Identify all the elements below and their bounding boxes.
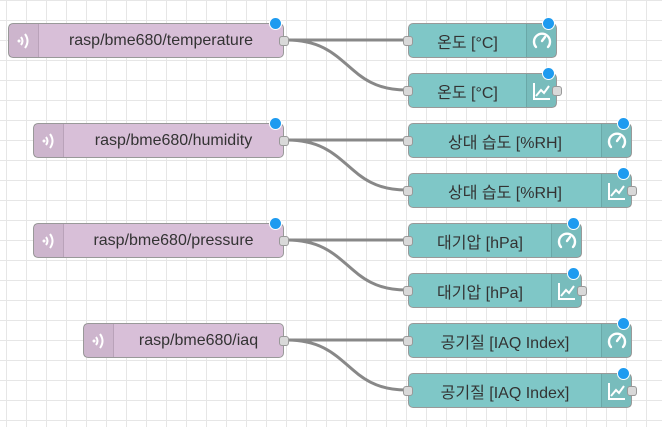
input-port[interactable] [403, 236, 413, 246]
changed-indicator [567, 217, 580, 230]
node-label: 공기질 [IAQ Index] [440, 384, 570, 402]
gauge-node-pressure[interactable]: 대기압 [hPa] [403, 217, 582, 258]
wire [286, 138, 407, 192]
wifi-icon [34, 124, 64, 157]
output-port[interactable] [627, 386, 637, 396]
wifi-icon [9, 24, 39, 57]
mqtt-in-node-temperature[interactable]: rasp/bme680/temperature [8, 17, 289, 58]
input-port[interactable] [403, 136, 413, 146]
node-label: rasp/bme680/iaq [138, 331, 259, 349]
node-label: rasp/bme680/temperature [68, 31, 254, 49]
mqtt-in-node-humidity[interactable]: rasp/bme680/humidity [33, 117, 289, 158]
node-label: 대기압 [hPa] [437, 284, 523, 302]
wifi-icon [34, 224, 64, 257]
node-label: 공기질 [IAQ Index] [440, 334, 570, 352]
mqtt-in-node-iaq[interactable]: rasp/bme680/iaq [83, 323, 289, 358]
gauge-node-iaq[interactable]: 공기질 [IAQ Index] [403, 317, 632, 358]
chart-node-temperature[interactable]: 온도 [°C] [403, 67, 562, 108]
output-port[interactable] [279, 136, 289, 146]
wire [286, 238, 407, 292]
output-port[interactable] [279, 336, 289, 346]
input-port[interactable] [403, 336, 413, 346]
input-port[interactable] [403, 286, 413, 296]
changed-indicator [542, 67, 555, 80]
node-label: 상대 습도 [%RH] [448, 184, 562, 202]
changed-indicator [617, 117, 630, 130]
output-port[interactable] [552, 86, 562, 96]
changed-indicator [617, 167, 630, 180]
node-label: 온도 [°C] [437, 34, 498, 52]
changed-indicator [269, 117, 282, 130]
changed-indicator [617, 317, 630, 330]
gauge-node-humidity[interactable]: 상대 습도 [%RH] [403, 117, 632, 158]
input-port[interactable] [403, 386, 413, 396]
output-port[interactable] [577, 286, 587, 296]
changed-indicator [617, 367, 630, 380]
changed-indicator [542, 17, 555, 30]
wire [286, 338, 407, 392]
node-label: rasp/bme680/humidity [94, 131, 253, 149]
output-port[interactable] [627, 186, 637, 196]
wire [286, 38, 407, 92]
input-port[interactable] [403, 36, 413, 46]
input-port[interactable] [403, 186, 413, 196]
chart-icon [526, 74, 556, 107]
node-label: 대기압 [hPa] [437, 234, 523, 252]
input-port[interactable] [403, 86, 413, 96]
changed-indicator [269, 217, 282, 230]
node-label: 온도 [°C] [437, 84, 498, 102]
output-port[interactable] [279, 36, 289, 46]
changed-indicator [567, 267, 580, 280]
chart-node-humidity[interactable]: 상대 습도 [%RH] [403, 167, 637, 208]
node-label: 상대 습도 [%RH] [448, 134, 562, 152]
mqtt-in-node-pressure[interactable]: rasp/bme680/pressure [33, 217, 289, 258]
chart-node-pressure[interactable]: 대기압 [hPa] [403, 267, 587, 308]
node-label: rasp/bme680/pressure [93, 231, 254, 249]
chart-node-iaq[interactable]: 공기질 [IAQ Index] [403, 367, 637, 408]
gauge-node-temperature[interactable]: 온도 [°C] [403, 17, 557, 58]
wifi-icon [84, 324, 114, 357]
chart-icon [601, 174, 631, 207]
output-port[interactable] [279, 236, 289, 246]
changed-indicator [269, 17, 282, 30]
